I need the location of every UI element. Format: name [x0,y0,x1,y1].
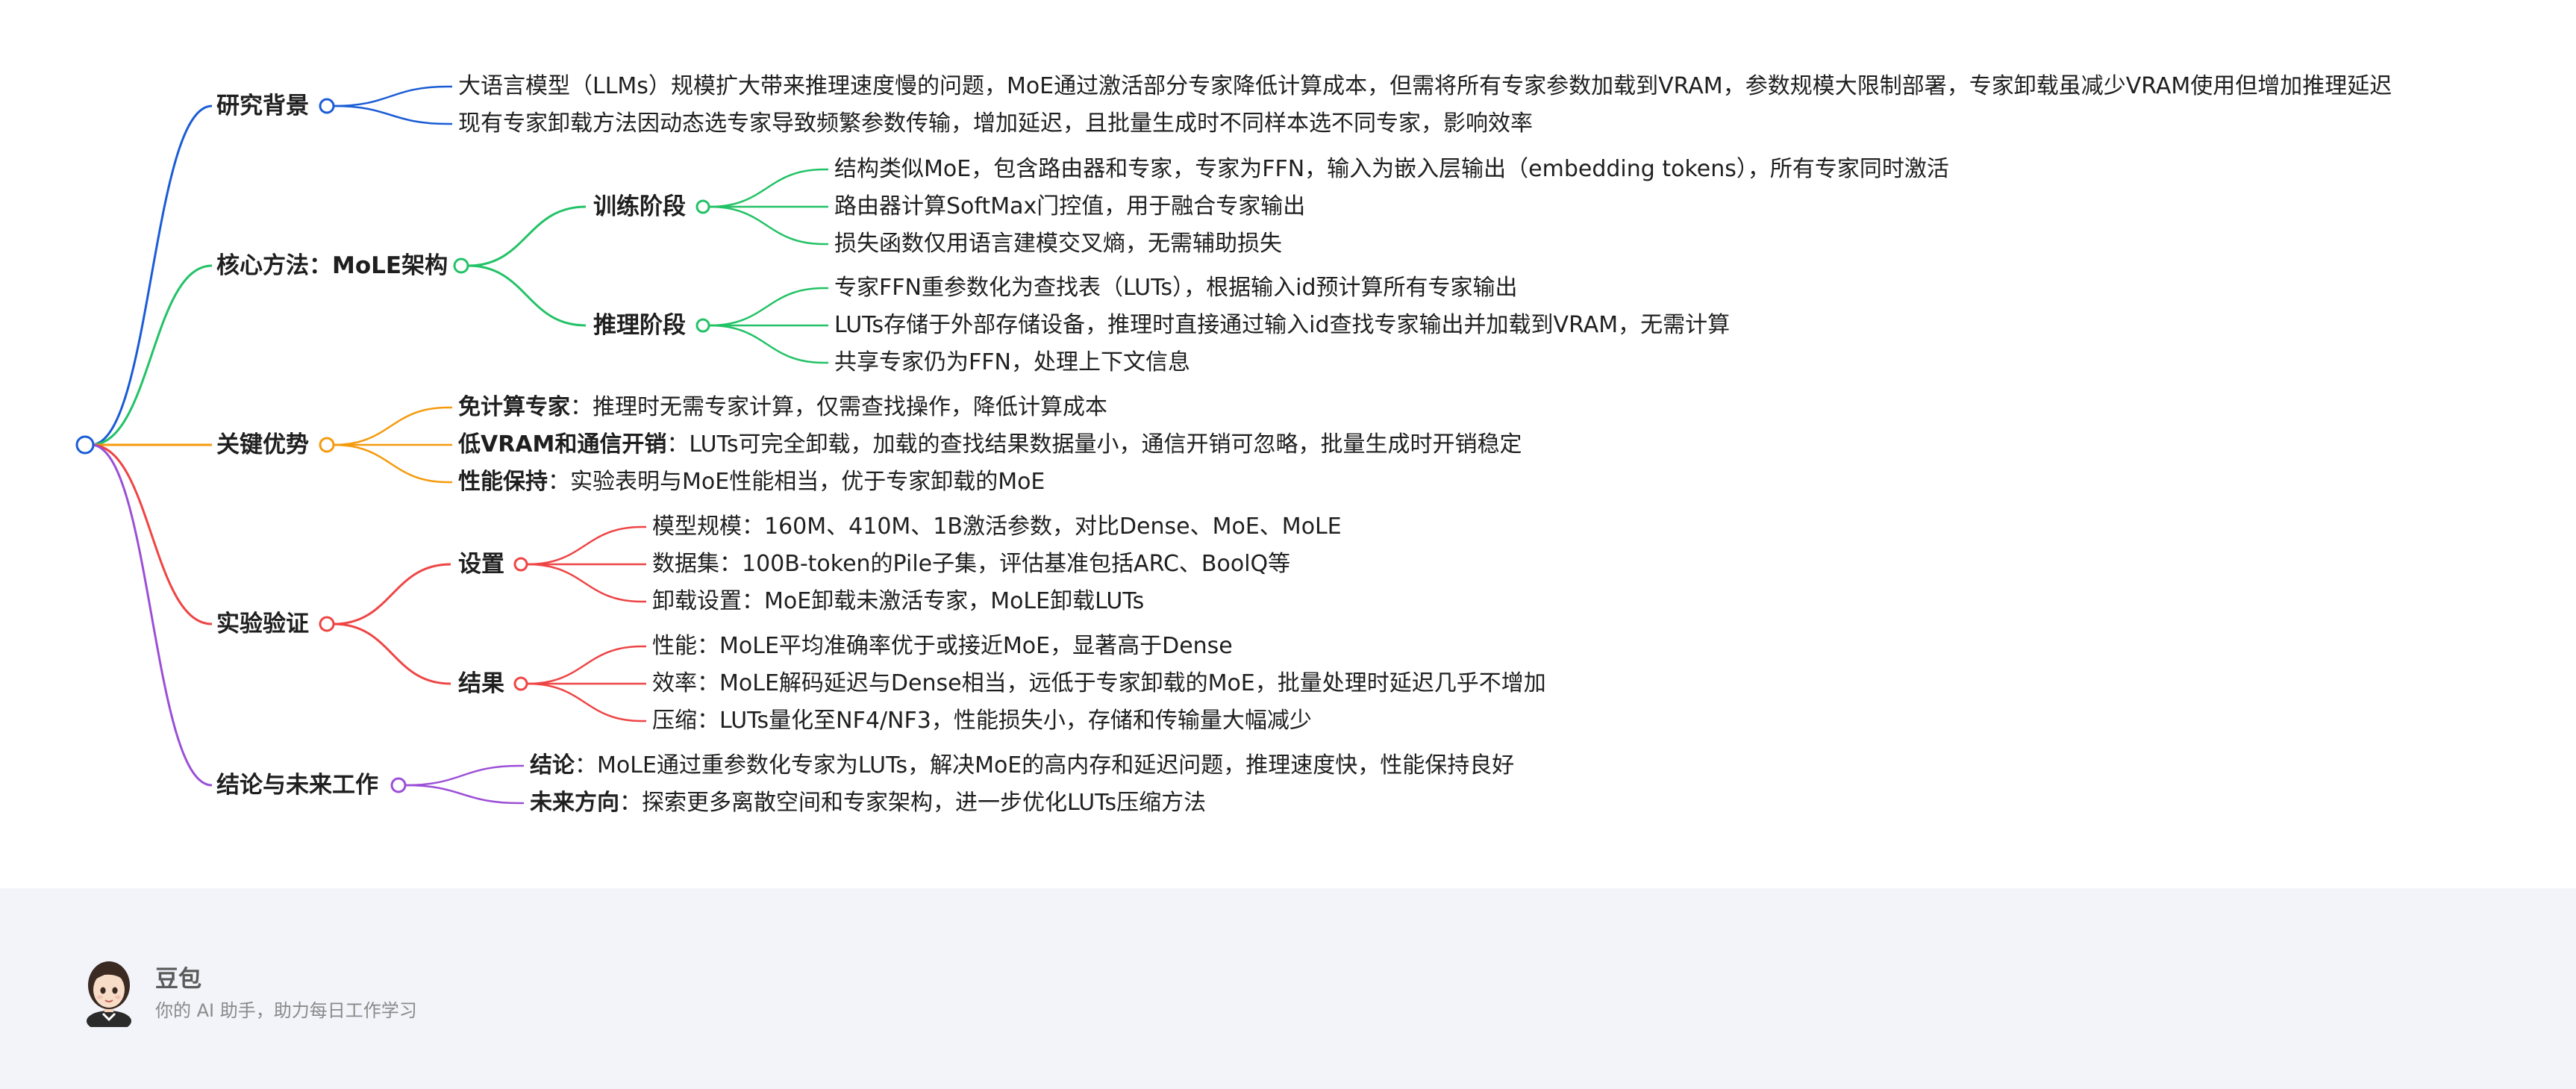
connector-line [90,264,213,446]
leaf-node: 数据集：100B-token的Pile子集，评估基准包括ARC、BoolQ等 [652,548,1290,581]
assistant-description: 你的 AI 助手，助力每日工作学习 [155,1000,417,1021]
branch-node-circle [319,437,335,453]
leaf-node: 路由器计算SoftMax门控值，用于融合专家输出 [834,190,1305,223]
leaf-text: ：LUTs可完全卸载，加载的查找结果数据量小，通信开销可忽略，批量生成时开销稳定 [666,431,1522,458]
branch-node-circle [319,98,335,114]
mindmap-connectors [75,85,828,805]
leaf-node: 压缩：LUTs量化至NF4/NF3，性能损失小，存储和传输量大幅减少 [652,705,1312,737]
sub-branch-node: 训练阶段 [593,193,686,220]
connector-line [527,645,643,685]
leaf-node: 结构类似MoE，包含路由器和专家，专家为FFN，输入为嵌入层输出（embeddi… [834,153,1949,186]
assistant-name: 豆包 [155,966,201,993]
connector-line [709,287,825,327]
connector-line [90,443,213,625]
branch-node: 核心方法：MoLE架构 [216,252,448,279]
leaf-text: 路由器计算SoftMax门控值，用于融合专家输出 [834,193,1306,219]
leaf-lead-text: 性能保持 [458,469,548,495]
leaf-node: 未来方向：探索更多离散空间和专家架构，进一步优化LUTs压缩方法 [530,787,1206,820]
connector-line [527,563,643,603]
leaf-node: LUTs存储于外部存储设备，推理时直接通过输入id查找专家输出并加载到VRAM，… [834,309,1730,342]
leaf-lead-text: 未来方向 [530,790,619,816]
sub-branch-node: 设置 [458,551,504,578]
leaf-text: 效率：MoLE解码延迟与Dense相当，远低于专家卸载的MoE，批量处理时延迟几… [652,670,1546,696]
leaf-text: 共享专家仍为FFN，处理上下文信息 [834,349,1190,375]
leaf-text: ：推理时无需专家计算，仅需查找操作，降低计算成本 [570,394,1107,420]
connector-line [709,324,825,364]
branch-node: 实验验证 [216,611,309,637]
branch-node-circle [319,616,335,632]
leaf-text: LUTs存储于外部存储设备，推理时直接通过输入id查找专家输出并加载到VRAM，… [834,312,1731,338]
connector-line [333,406,448,446]
sub-branch-node: 结果 [458,670,504,697]
connector-line [709,205,825,246]
connector-line [527,525,643,566]
leaf-text: ：实验表明与MoE性能相当，优于专家卸载的MoE [548,469,1045,495]
connector-line [90,443,213,787]
leaf-node: 现有专家卸载方法因动态选专家导致频繁参数传输，增加延迟，且批量生成时不同样本选不… [458,107,1533,140]
leaf-node: 效率：MoLE解码延迟与Dense相当，远低于专家卸载的MoE，批量处理时延迟几… [652,667,1546,700]
connector-line [333,104,448,125]
branch-node: 结论与未来工作 [216,772,378,799]
leaf-node: 专家FFN重参数化为查找表（LUTs），根据输入id预计算所有专家输出 [834,272,1518,305]
leaf-text: 模型规模：160M、410M、1B激活参数，对比Dense、MoE、MoLE [652,514,1342,540]
leaf-node: 卸载设置：MoE卸载未激活专家，MoLE卸载LUTs [652,585,1144,618]
leaf-text: 卸载设置：MoE卸载未激活专家，MoLE卸载LUTs [652,588,1145,614]
leaf-node: 损失函数仅用语言建模交叉熵，无需辅助损失 [834,228,1282,260]
leaf-text: 压缩：LUTs量化至NF4/NF3，性能损失小，存储和传输量大幅减少 [652,708,1312,734]
leaf-text: 损失函数仅用语言建模交叉熵，无需辅助损失 [834,231,1282,257]
connector-line [333,85,448,107]
leaf-text: ：MoLE通过重参数化专家为LUTs，解决MoE的高内存和延迟问题，推理速度快，… [575,752,1515,778]
footer-bar: 豆包 你的 AI 助手，助力每日工作学习 [0,888,2576,1089]
leaf-lead-text: 免计算专家 [458,394,570,420]
connector-line [467,205,587,267]
sub-node-circle [695,199,710,214]
mindmap-canvas: 研究背景 大语言模型（LLMs）规模扩大带来推理速度慢的问题，MoE通过激活部分专… [75,70,2392,820]
leaf-node: 大语言模型（LLMs）规模扩大带来推理速度慢的问题，MoE通过激活部分专家降低计… [458,70,2392,103]
leaf-text: 现有专家卸载方法因动态选专家导致频繁参数传输，增加延迟，且批量生成时不同样本选不… [458,110,1533,137]
connector-line [90,104,213,446]
leaf-text: ：探索更多离散空间和专家架构，进一步优化LUTs压缩方法 [619,790,1207,816]
leaf-node: 性能保持：实验表明与MoE性能相当，优于专家卸载的MoE [458,466,1045,499]
leaf-node: 结论：MoLE通过重参数化专家为LUTs，解决MoE的高内存和延迟问题，推理速度… [530,749,1514,782]
branch-node: 关键优势 [216,431,309,458]
connector-line [333,622,451,685]
leaf-text: 数据集：100B-token的Pile子集，评估基准包括ARC、BoolQ等 [652,551,1291,577]
leaf-node: 模型规模：160M、410M、1B激活参数，对比Dense、MoE、MoLE [652,511,1342,543]
leaf-lead-text: 结论 [530,752,575,778]
connector-line [467,264,587,327]
sub-node-circle [695,318,710,333]
branch-node-circle [390,777,407,793]
sub-branch-node: 推理阶段 [593,312,686,339]
root-node-circle [75,435,95,455]
leaf-lead-text: 低VRAM和通信开销 [458,431,667,458]
leaf-text: 结构类似MoE，包含路由器和专家，专家为FFN，输入为嵌入层输出（embeddi… [834,156,1949,182]
leaf-node: 低VRAM和通信开销：LUTs可完全卸载，加载的查找结果数据量小，通信开销可忽略… [458,428,1522,461]
connector-line [333,563,451,625]
connector-line [404,764,520,787]
leaf-text: 大语言模型（LLMs）规模扩大带来推理速度慢的问题，MoE通过激活部分专家降低计… [458,73,2392,99]
branch-node-circle [453,258,469,274]
leaf-text: 专家FFN重参数化为查找表（LUTs），根据输入id预计算所有专家输出 [834,275,1518,301]
connector-line [333,443,448,484]
sub-node-circle [513,676,528,691]
leaf-text: 性能：MoLE平均准确率优于或接近MoE，显著高于Dense [652,633,1233,659]
leaf-node: 共享专家仍为FFN，处理上下文信息 [834,346,1190,379]
connector-line [527,682,643,723]
avatar [87,961,131,1027]
connector-line [404,784,520,805]
branch-node: 研究背景 [216,93,309,119]
leaf-node: 免计算专家：推理时无需专家计算，仅需查找操作，降低计算成本 [458,391,1107,424]
sub-node-circle [513,557,528,572]
leaf-node: 性能：MoLE平均准确率优于或接近MoE，显著高于Dense [652,630,1233,663]
connector-line [709,168,825,208]
